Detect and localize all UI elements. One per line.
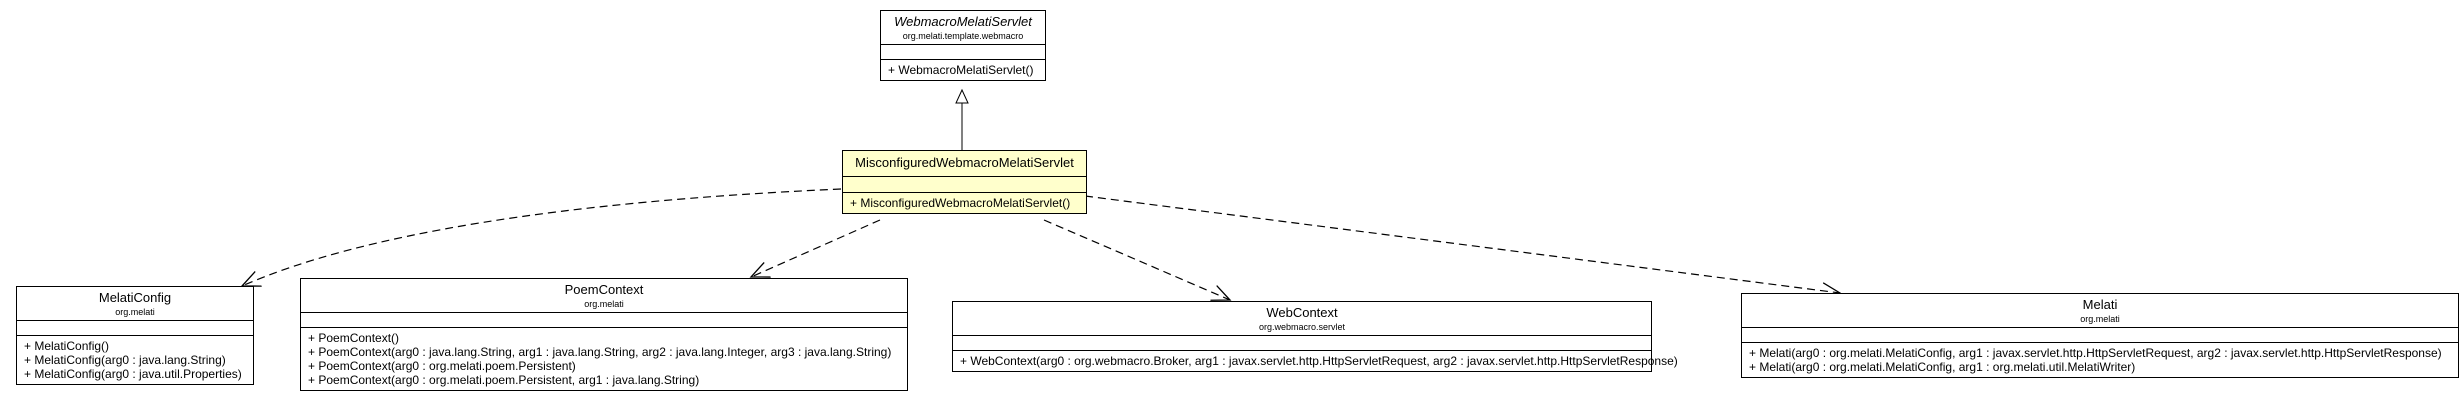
operations-compartment: + PoemContext() + PoemContext(arg0 : jav… (301, 328, 907, 390)
attributes-compartment (1742, 328, 2458, 343)
class-webmacro-melati-servlet[interactable]: WebmacroMelatiServlet org.melati.templat… (880, 10, 1046, 81)
operation: + WebContext(arg0 : org.webmacro.Broker,… (960, 354, 1678, 368)
operation: + MisconfiguredWebmacroMelatiServlet() (850, 196, 1071, 210)
dependency-melati-config (242, 188, 842, 286)
operation: + MelatiConfig(arg0 : java.util.Properti… (24, 367, 242, 381)
attributes-compartment (881, 45, 1045, 60)
dependency-melati (1084, 195, 1840, 293)
operation: + PoemContext() (308, 331, 400, 345)
operation: + MelatiConfig() (24, 339, 110, 353)
class-poem-context[interactable]: PoemContext org.melati + PoemContext() +… (300, 278, 908, 391)
class-name: MelatiConfig (98, 290, 172, 305)
attributes-compartment (953, 336, 1651, 351)
attributes-compartment (843, 177, 1086, 193)
operation: + PoemContext(arg0 : org.melati.poem.Per… (308, 373, 700, 387)
class-header: WebmacroMelatiServlet org.melati.templat… (881, 11, 1045, 45)
attributes-compartment (17, 321, 253, 336)
class-header: MelatiConfig org.melati (17, 287, 253, 321)
operations-compartment: + WebContext(arg0 : org.webmacro.Broker,… (953, 351, 1678, 371)
operation: + MelatiConfig(arg0 : java.lang.String) (24, 353, 226, 367)
class-name: MisconfiguredWebmacroMelatiServlet (855, 155, 1074, 170)
class-header: MisconfiguredWebmacroMelatiServlet (843, 151, 1086, 177)
class-package: org.melati.template.webmacro (902, 31, 1024, 41)
operation: + Melati(arg0 : org.melati.MelatiConfig,… (1749, 360, 2136, 374)
generalization-arrowhead (955, 88, 969, 104)
class-package: org.webmacro.servlet (1258, 322, 1346, 332)
class-name: PoemContext (564, 282, 644, 297)
class-package: org.melati (2080, 314, 2120, 324)
class-melati-config[interactable]: MelatiConfig org.melati + MelatiConfig()… (16, 286, 254, 385)
class-melati[interactable]: Melati org.melati + Melati(arg0 : org.me… (1741, 293, 2459, 378)
class-misconfigured-webmacro-melati-servlet[interactable]: MisconfiguredWebmacroMelatiServlet + Mis… (842, 150, 1087, 214)
operation: + WebmacroMelatiServlet() (888, 63, 1034, 77)
class-package: org.melati (584, 299, 624, 309)
operation: + Melati(arg0 : org.melati.MelatiConfig,… (1749, 346, 2442, 360)
class-header: PoemContext org.melati (301, 279, 907, 313)
operations-compartment: + MelatiConfig() + MelatiConfig(arg0 : j… (17, 336, 253, 384)
operations-compartment: + MisconfiguredWebmacroMelatiServlet() (843, 193, 1086, 213)
class-package: org.melati (115, 307, 155, 317)
dependency-web-context (1043, 219, 1230, 300)
class-name: WebContext (1266, 305, 1338, 320)
operations-compartment: + WebmacroMelatiServlet() (881, 60, 1045, 80)
class-header: Melati org.melati (1742, 294, 2458, 328)
attributes-compartment (301, 313, 907, 328)
class-name: WebmacroMelatiServlet (894, 14, 1032, 29)
dependency-poem-context (751, 219, 881, 277)
class-web-context[interactable]: WebContext org.webmacro.servlet + WebCon… (952, 301, 1678, 372)
operation: + PoemContext(arg0 : java.lang.String, a… (308, 345, 892, 359)
class-header: WebContext org.webmacro.servlet (953, 302, 1651, 336)
class-name: Melati (2082, 297, 2118, 312)
operations-compartment: + Melati(arg0 : org.melati.MelatiConfig,… (1742, 343, 2458, 377)
operation: + PoemContext(arg0 : org.melati.poem.Per… (308, 359, 576, 373)
